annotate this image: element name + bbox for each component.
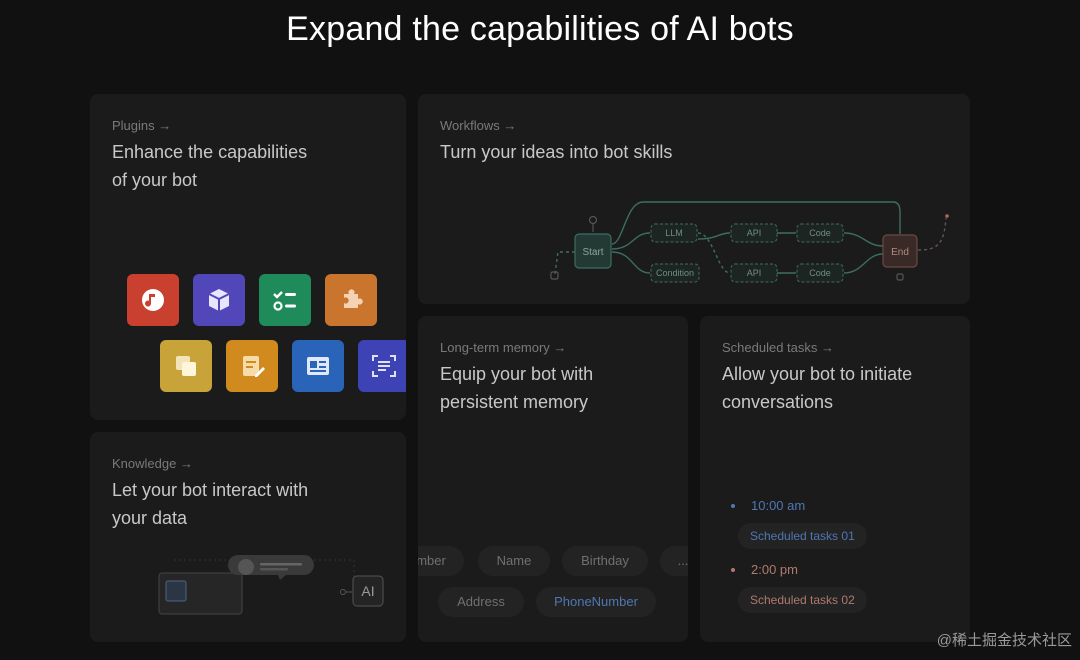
workflow-node-api-1: [730, 223, 778, 243]
memory-card[interactable]: Long-term memory → Equip your bot with p…: [418, 316, 688, 642]
ai-badge: [352, 575, 384, 607]
scheduled-title: Allow your bot to initiate conversations: [722, 364, 913, 412]
workflow-node-end: [882, 234, 918, 268]
ai-badge-label: AI: [361, 583, 375, 599]
memory-chip: ...: [660, 546, 688, 576]
memory-link[interactable]: Long-term memory →: [440, 340, 567, 355]
workflow-node-code-1-label: Code: [809, 228, 831, 238]
memory-chip: Birthday: [562, 546, 648, 576]
workflow-node-api-1-label: API: [747, 228, 762, 238]
memory-title: Equip your bot with persistent memory: [440, 364, 594, 412]
notepad-edit-icon[interactable]: [226, 340, 278, 392]
workflow-node-code-2: [796, 263, 844, 283]
workflow-node-condition-label: Condition: [656, 268, 694, 278]
memory-chip: PhoneNumber: [536, 587, 656, 617]
workflow-node-code-1: [796, 223, 844, 243]
knowledge-illustration: [158, 555, 384, 615]
watermark: @稀土掘金技术社区: [936, 632, 1072, 649]
cube-icon[interactable]: [193, 274, 245, 326]
knowledge-link[interactable]: Knowledge →: [112, 456, 193, 471]
plugins-card[interactable]: Plugins → Enhance the capabilities of yo…: [90, 94, 406, 420]
schedule-dot: [731, 568, 735, 572]
memory-chip: Address: [438, 587, 524, 617]
workflows-title: Turn your ideas into bot skills: [440, 142, 673, 162]
scheduled-link[interactable]: Scheduled tasks →: [722, 340, 835, 355]
memory-chip: Name: [478, 546, 550, 576]
schedule-task: Scheduled tasks 02: [738, 587, 867, 613]
workflow-node-condition: [650, 263, 700, 283]
plugins-link[interactable]: Plugins →: [112, 118, 172, 133]
schedule-time: 2:00 pm: [751, 562, 798, 577]
workflow-node-code-2-label: Code: [809, 268, 831, 278]
knowledge-title: Let your bot interact with your data: [112, 480, 309, 528]
page-headline: Expand the capabilities of AI bots: [286, 10, 794, 48]
workflow-node-llm-label: LLM: [665, 228, 683, 238]
document-thumbnail: [165, 580, 187, 602]
workflow-node-start: [574, 233, 612, 269]
workflow-node-start-label: Start: [582, 247, 603, 258]
puzzle-piece-icon[interactable]: [325, 274, 377, 326]
scheduled-card[interactable]: Scheduled tasks → Allow your bot to init…: [700, 316, 970, 642]
plugins-title: Enhance the capabilities of your bot: [112, 142, 308, 190]
scan-text-icon[interactable]: [358, 340, 406, 392]
workflow-node-api-2: [730, 263, 778, 283]
workflows-link[interactable]: Workflows →: [440, 118, 517, 133]
workflow-node-llm: [650, 223, 698, 243]
schedule-dot: [731, 504, 735, 508]
checklist-icon[interactable]: [259, 274, 311, 326]
knowledge-card[interactable]: Knowledge → Let your bot interact with y…: [90, 432, 406, 642]
schedule-time: 10:00 am: [751, 498, 806, 513]
workflow-node-end-label: End: [891, 247, 909, 258]
news-document-icon[interactable]: [292, 340, 344, 392]
memory-chip: mber: [418, 546, 464, 576]
workflow-node-api-2-label: API: [747, 268, 762, 278]
schedule-task: Scheduled tasks 01: [738, 523, 867, 549]
copy-pages-icon[interactable]: [160, 340, 212, 392]
music-note-icon[interactable]: [127, 274, 179, 326]
workflow-diagram: Start LLM Condition API API Code Code En…: [550, 201, 949, 283]
workflows-card[interactable]: Workflows → Turn your ideas into bot ski…: [418, 94, 970, 304]
